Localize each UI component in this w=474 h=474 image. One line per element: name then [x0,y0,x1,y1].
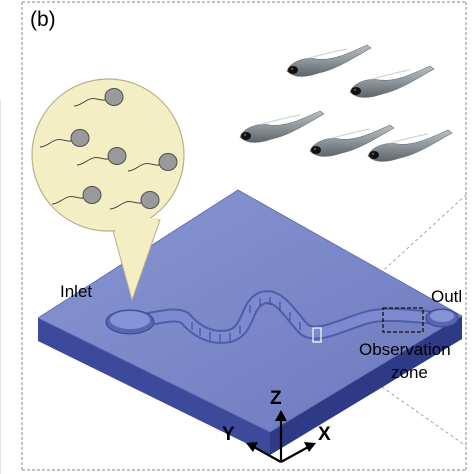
inlet-label: Inlet [60,282,93,301]
axis-z-label: Z [270,388,282,409]
observation-zone-box [382,307,424,333]
serpentine-channel [123,290,445,344]
panel-label: (b) [30,8,56,31]
observation-zone-label: Observation [359,340,451,359]
axis-y-label: Y [222,424,235,445]
coordinate-axes [246,410,316,463]
chip-front-face [38,318,270,455]
zebrafish-larva-icon [239,44,453,163]
channel-detail-marker [312,327,322,343]
axis-x-label: X [318,424,331,445]
outlet-label: Outl [431,287,463,306]
cell-callout [31,78,185,302]
chip-right-face [270,316,462,455]
observation-zone-label-line2: zone [391,363,428,382]
inlet-well [105,309,155,335]
outlet-well [425,308,459,328]
